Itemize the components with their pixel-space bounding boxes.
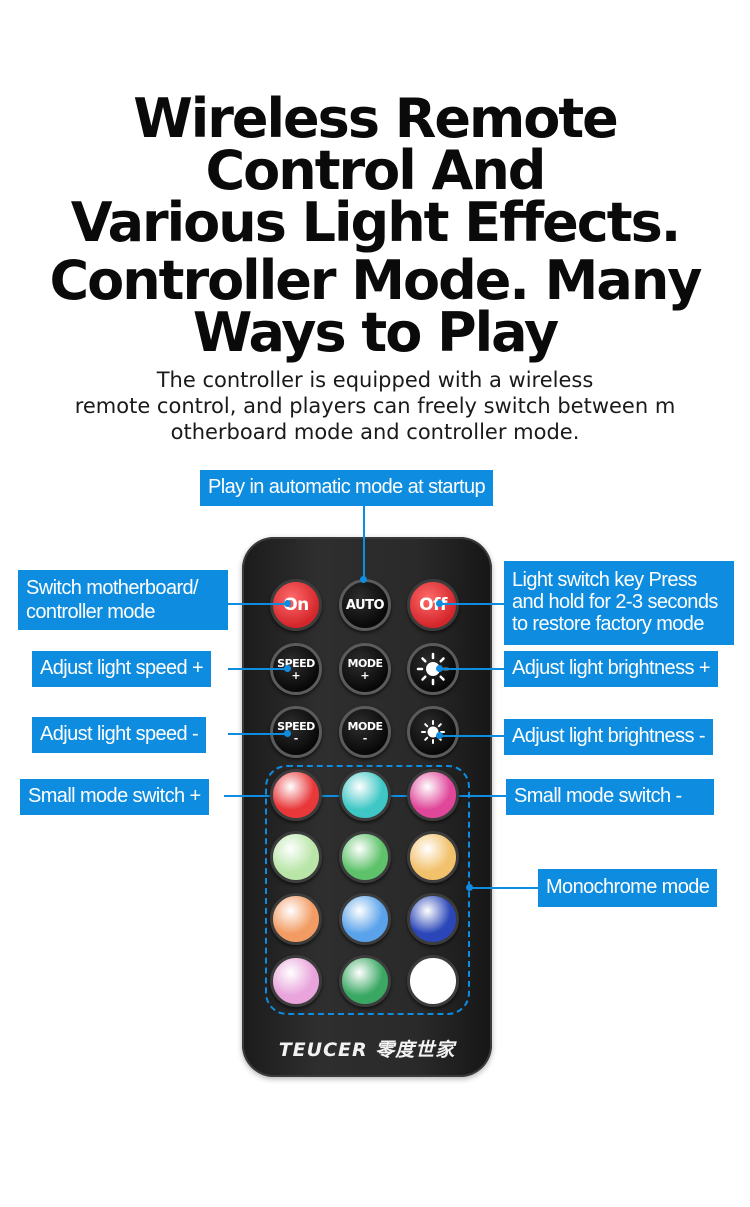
speed-down-label: SPEED [277,720,315,733]
off-label: Off [419,594,447,615]
connector-dot [360,576,367,583]
color-button-3[interactable] [407,769,459,821]
connector-speed-up [228,668,288,670]
brightness-up-button[interactable] [407,643,459,695]
connector-top [363,506,365,580]
connector-bright-up [440,668,504,670]
connector-switch-mode [228,603,288,605]
headline-line-2: Control And [205,139,547,202]
auto-button[interactable]: AUTO [339,579,391,631]
plus-sign: + [291,669,301,682]
connector-bright-down [440,735,504,737]
color-button-11[interactable] [339,955,391,1007]
connector-dot [284,665,291,672]
color-button-7[interactable] [270,893,322,945]
color-button-5[interactable] [339,831,391,883]
auto-label: AUTO [345,597,385,613]
color-button-10[interactable] [270,955,322,1007]
color-button-9[interactable] [407,893,459,945]
speed-down-button[interactable]: SPEED - [270,706,322,758]
on-button[interactable]: On [270,579,322,631]
color-button-6[interactable] [407,831,459,883]
connector-dot [436,665,443,672]
plus-sign: + [360,669,370,682]
connector-dot [436,600,443,607]
mode-down-button[interactable]: MODE - [339,706,391,758]
color-button-8[interactable] [339,893,391,945]
brightness-down-button[interactable] [407,706,459,758]
callout-small-up: Small mode switch + [20,779,209,815]
callout-brightness-down: Adjust light brightness - [504,719,713,755]
color-button-1[interactable] [270,769,322,821]
headline-line-5: Ways to Play [192,301,559,364]
callout-speed-up: Adjust light speed + [32,651,212,687]
off-button[interactable]: Off [407,579,459,631]
mode-down-label: MODE [347,720,383,733]
connector-dot [436,732,443,739]
headline-line-4: Controller Mode. Many [49,249,702,312]
callout-light-switch: Light switch key Press and hold for 2-3 … [504,561,734,645]
connector-dot [284,730,291,737]
subtitle-line-2: remote control, and players can freely s… [74,394,676,418]
subtitle-line-3: otherboard mode and controller mode. [170,420,580,444]
callout-brightness-up: Adjust light brightness + [504,651,718,687]
mode-up-button[interactable]: MODE + [339,643,391,695]
color-button-4[interactable] [270,831,322,883]
brightness-down-icon [421,720,445,744]
color-button-12[interactable] [407,955,459,1007]
connector-monochrome [470,887,540,889]
callout-monochrome: Monochrome mode [538,869,718,907]
minus-sign: - [293,732,299,745]
connector-light-switch [440,603,504,605]
callout-speed-down: Adjust light speed - [32,717,207,753]
connector-speed-down [228,733,288,735]
connector-dot [284,600,291,607]
callout-switch-mode: Switch motherboard/ controller mode [18,570,228,630]
callout-auto-mode: Play in automatic mode at startup [200,470,494,506]
brand-logo: TEUCER 零度世家 [278,1039,456,1061]
minus-sign: - [362,732,368,745]
callout-small-down: Small mode switch - [506,779,714,815]
mode-up-label: MODE [347,657,383,670]
subtitle-line-1: The controller is equipped with a wirele… [156,368,594,392]
connector-dot [466,884,473,891]
headline-line-1: Wireless Remote [133,87,619,150]
color-button-2[interactable] [339,769,391,821]
headline-line-3: Various Light Effects. [70,191,682,254]
